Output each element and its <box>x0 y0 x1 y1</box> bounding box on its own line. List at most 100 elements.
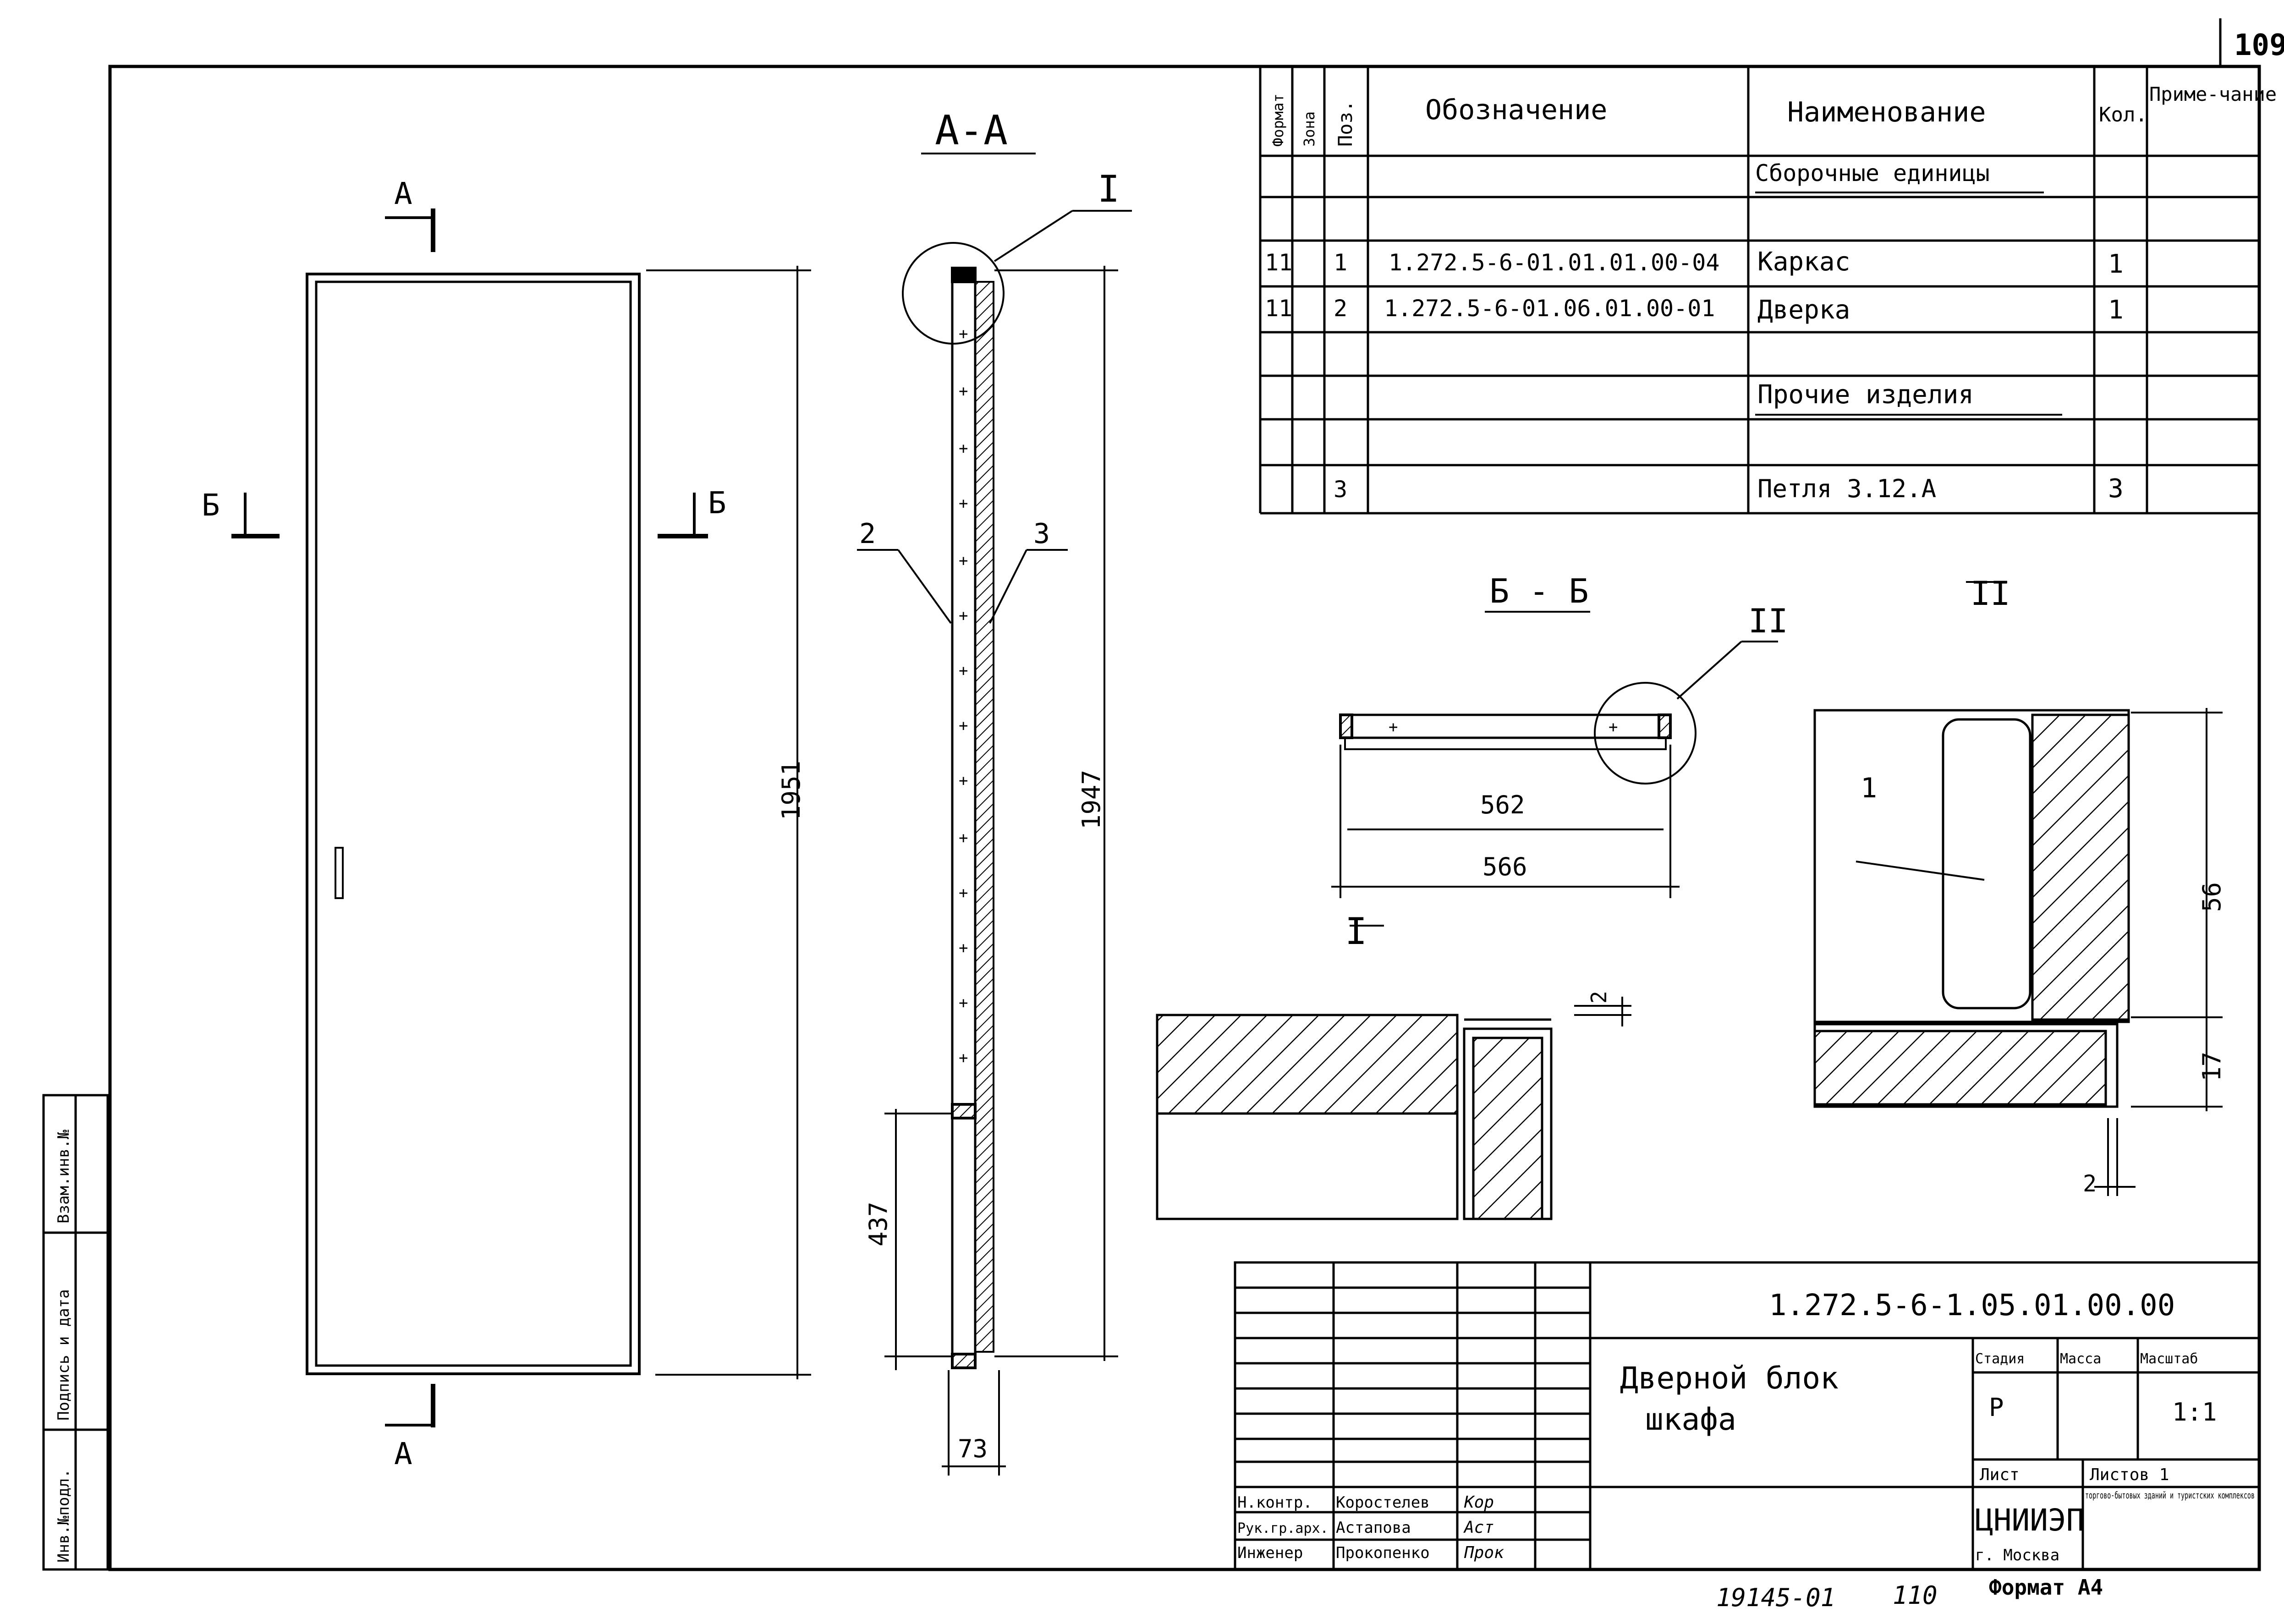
masshtab-label: Масштаб <box>2140 1351 2198 1367</box>
row2-name: Дверка <box>1757 295 1850 325</box>
front-view-door <box>306 273 641 1375</box>
stamp-inv-podl: Инв.№подл. <box>55 1469 73 1563</box>
dim-1947-label: 1947 <box>1077 770 1106 829</box>
svg-text:+: + <box>959 607 968 625</box>
detail-1 <box>1156 997 1631 1220</box>
list-label: Лист <box>1980 1465 2020 1484</box>
title-line2: шкафа <box>1645 1402 1736 1437</box>
listov-label: Листов 1 <box>2090 1465 2169 1484</box>
section-assembly: Сборочные единицы <box>1755 160 1990 187</box>
hdr-note: Приме-чание <box>2149 83 2277 105</box>
dim-2a-label: 2 <box>1587 991 1611 1004</box>
dim-73-label: 73 <box>958 1434 988 1463</box>
detail-1-label: I <box>1345 910 1367 953</box>
svg-text:+: + <box>959 439 968 458</box>
svg-text:+: + <box>959 494 968 513</box>
svg-text:+: + <box>959 939 968 957</box>
section-aa-title: А-А <box>935 107 1008 154</box>
row2-qty: 1 <box>2108 295 2124 325</box>
detail-2 <box>1813 581 2223 1196</box>
stadia-value: Р <box>1989 1393 2004 1422</box>
masshtab-value: 1:1 <box>2172 1398 2217 1426</box>
section-aa <box>857 153 1132 1476</box>
dim-562-label: 562 <box>1480 790 1525 819</box>
leader-2: 2 <box>859 518 876 550</box>
row1-poz: 1 <box>1334 249 1347 276</box>
dim-17-label: 17 <box>2197 1052 2226 1081</box>
section-bb-title: Б - Б <box>1489 572 1589 610</box>
svg-text:+: + <box>959 717 968 735</box>
dim-56-label: 56 <box>2197 882 2226 912</box>
name-1: Коростелев <box>1336 1493 1430 1512</box>
role-1: Н.контр. <box>1237 1493 1312 1512</box>
cut-b-right: Б <box>708 485 726 521</box>
cut-a-top: А <box>394 176 412 211</box>
svg-text:+: + <box>959 884 968 902</box>
detail-2-label: II <box>1971 574 2010 613</box>
role-3: Инженер <box>1237 1544 1303 1562</box>
svg-text:+: + <box>959 1049 968 1067</box>
hdr-qty: Кол. <box>2099 103 2147 126</box>
bottom-page: 110 <box>1893 1581 1938 1610</box>
svg-text:+: + <box>959 325 968 343</box>
stamp-vzam-inv: Взам.инв.№ <box>55 1130 73 1223</box>
bottom-code: 19145-01 <box>1716 1583 1835 1612</box>
hdr-format: Формат <box>1269 93 1287 147</box>
org-name: ЦНИИЭП <box>1975 1503 2084 1538</box>
svg-text:+: + <box>1609 718 1618 736</box>
row1-name: Каркас <box>1757 247 1850 277</box>
sheet-format: Формат А4 <box>1989 1575 2103 1600</box>
massa-label: Масса <box>2060 1351 2101 1367</box>
cut-a-bottom: А <box>394 1436 412 1471</box>
hdr-poz: Поз. <box>1334 100 1356 147</box>
drawing-code: 1.272.5-6-1.05.01.00.00 <box>1769 1289 2175 1322</box>
svg-text:+: + <box>959 552 968 570</box>
row1-qty: 1 <box>2108 249 2124 279</box>
hdr-designation: Обозначение <box>1425 94 1607 126</box>
section-bb <box>1331 611 1778 927</box>
stamp-sign-date: Подпись и дата <box>55 1289 73 1421</box>
row2-format: 11 <box>1265 295 1292 322</box>
name-3: Прокопенко <box>1336 1544 1430 1562</box>
row3-qty: 3 <box>2108 474 2124 504</box>
title-line1: Дверной блок <box>1620 1361 1839 1396</box>
stadia-label: Стадия <box>1975 1351 2025 1367</box>
dim-2b-label: 2 <box>2083 1170 2097 1197</box>
detail-2-marker: II <box>1748 602 1788 640</box>
detail-1-marker: I <box>1098 168 1120 210</box>
row1-format: 11 <box>1265 249 1292 276</box>
org-desc: торгово-бытовых зданий и туристских комп… <box>2085 1490 2255 1501</box>
leader-3: 3 <box>1033 518 1050 550</box>
svg-text:+: + <box>959 994 968 1012</box>
org-city: г. Москва <box>1975 1546 2059 1564</box>
spec-table <box>1259 66 2261 515</box>
section-aa-markers: + + + + + + + + + + + + + + + + <box>959 325 1618 1067</box>
row2-designation: 1.272.5-6-01.06.01.00-01 <box>1384 295 1715 322</box>
svg-text:+: + <box>959 662 968 680</box>
page-number: 109 <box>2234 28 2284 62</box>
sign-3: Прок <box>1464 1543 1504 1562</box>
cut-b-left: Б <box>202 488 220 523</box>
title-block <box>1234 1261 2261 1571</box>
svg-text:+: + <box>1389 718 1398 736</box>
sheet-frame <box>108 65 2261 1571</box>
side-stamp <box>42 1094 109 1571</box>
dim-437-label: 437 <box>864 1202 893 1246</box>
dim-1951-label: 1951 <box>777 761 806 820</box>
row3-poz: 3 <box>1334 476 1347 503</box>
cut-markers <box>231 208 708 1427</box>
row3-name: Петля 3.12.А <box>1757 474 1936 503</box>
section-other: Прочие изделия <box>1757 380 1974 410</box>
row1-designation: 1.272.5-6-01.01.01.00-04 <box>1389 249 1719 276</box>
role-2: Рук.гр.арх. <box>1237 1520 1329 1536</box>
sign-2: Аст <box>1463 1518 1494 1537</box>
name-2: Астапова <box>1336 1519 1411 1537</box>
svg-text:+: + <box>959 772 968 790</box>
svg-text:+: + <box>959 829 968 847</box>
dim-566-label: 566 <box>1482 852 1527 881</box>
sign-1: Кор <box>1464 1493 1494 1512</box>
svg-text:+: + <box>959 382 968 401</box>
hdr-name: Наименование <box>1787 96 1986 128</box>
hdr-zona: Зона <box>1301 111 1318 147</box>
